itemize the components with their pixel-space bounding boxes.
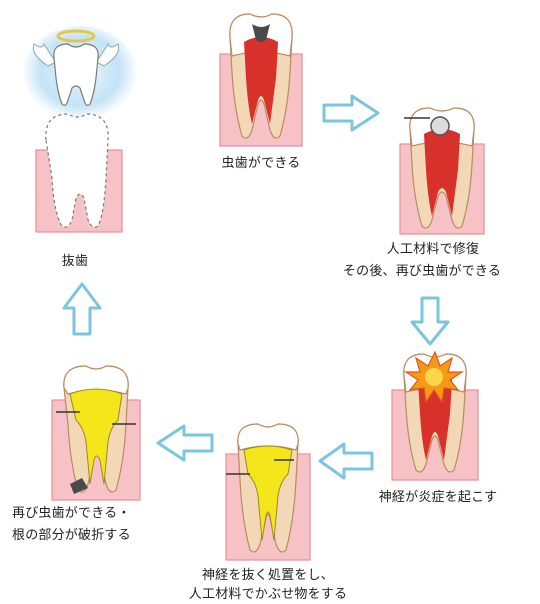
tooth-inflammation-illustration	[388, 346, 482, 480]
tooth-root-canal-illustration	[222, 420, 314, 560]
label-root-canal-line2: 人工材料でかぶせ物をする	[150, 585, 386, 604]
label-filling-line2: その後、再び虫歯ができる	[314, 262, 530, 281]
label-fracture-line2: 根の部分が破折する	[12, 526, 182, 545]
arrow-left-bottom-middle	[156, 424, 214, 462]
arrow-left-bottom-right	[318, 442, 374, 480]
label-fracture-line1: 再び虫歯ができる・	[12, 504, 182, 523]
label-filling-line1: 人工材料で修復	[358, 240, 508, 259]
arrow-right-top	[322, 94, 380, 132]
label-cavity: 虫歯ができる	[202, 154, 320, 173]
label-root-canal-line1: 神経を抜く処置をし、	[168, 566, 368, 585]
label-inflammation: 神経が炎症を起こす	[368, 488, 508, 507]
tooth-filling-illustration	[396, 104, 488, 234]
tooth-cavity-illustration	[216, 8, 306, 146]
label-extraction: 抜歯	[50, 252, 100, 271]
arrow-up-left	[62, 282, 102, 336]
arrow-down-right	[410, 296, 450, 346]
tooth-fracture-illustration	[48, 362, 144, 500]
tooth-extraction-illustration	[20, 14, 138, 232]
